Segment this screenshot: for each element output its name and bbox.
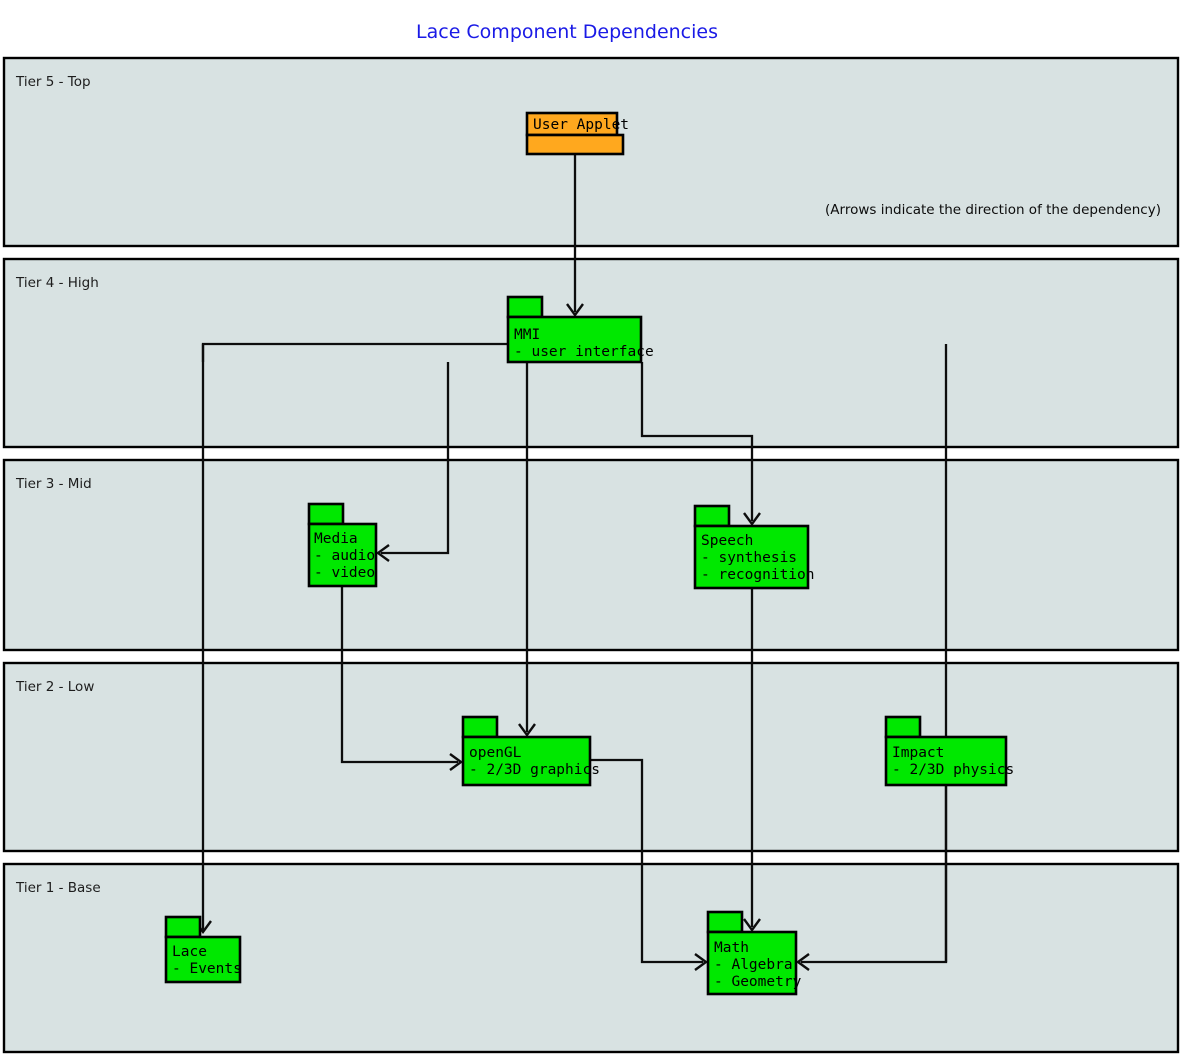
package-body (693, 524, 810, 590)
package-label-line: Math (714, 940, 749, 956)
tier-label: Tier 5 - Top (15, 74, 91, 90)
package-label-line: - 2/3D graphics (469, 762, 600, 778)
package-label-line: - audio (314, 548, 375, 564)
connector-speech-to-math (743, 588, 761, 933)
package-body (525, 133, 625, 156)
package-label: Impact- 2/3D physics (892, 745, 1014, 778)
connector-line (640, 362, 754, 521)
package-label-line: Lace (172, 944, 207, 960)
package-speech[interactable]: Speech- synthesis- recognition (693, 504, 815, 590)
package-label: User Applet (533, 117, 629, 133)
connector-opengl-to-math (590, 758, 709, 971)
arrow-head (566, 303, 584, 318)
package-label-line: Media (314, 531, 358, 547)
package-label: Speech- synthesis- recognition (701, 533, 815, 583)
package-label-line: User Applet (533, 117, 629, 133)
package-tab (506, 295, 544, 319)
connector-applet-to-mmi (566, 154, 584, 318)
tier-band-tier3: Tier 3 - Mid (2, 458, 1180, 652)
package-user-applet[interactable]: User Applet (525, 111, 629, 156)
page-title: Lace Component Dependencies (416, 21, 718, 43)
package-body (706, 930, 798, 996)
package-label-line: - Algebra (714, 957, 793, 973)
package-label-line: Impact (892, 745, 944, 761)
package-label-line: - recognition (701, 567, 815, 583)
package-opengl[interactable]: openGL- 2/3D graphics (461, 715, 600, 787)
connector-mmi-to-opengl (518, 362, 536, 738)
package-body (461, 735, 592, 787)
package-tab (693, 504, 731, 528)
arrow-head (743, 512, 761, 527)
package-label-line: MMI (514, 327, 540, 343)
package-label-line: - Events (172, 961, 242, 977)
connectors-group (194, 154, 948, 971)
package-label: Math- Algebra- Geometry (714, 940, 802, 990)
package-label: MMI- user interface (514, 327, 654, 360)
tier-label: Tier 4 - High (15, 275, 99, 291)
legend-note: (Arrows indicate the direction of the de… (825, 202, 1161, 218)
tier-rect (2, 458, 1180, 652)
connector-media-to-opengl (340, 586, 464, 771)
package-impact[interactable]: Impact- 2/3D physics (884, 715, 1014, 787)
package-body (506, 315, 643, 364)
tier-label: Tier 3 - Mid (15, 476, 92, 492)
package-label-line: openGL (469, 745, 522, 761)
package-label: Lace- Events (172, 944, 242, 977)
arrow-head (375, 544, 390, 562)
package-label-line: - video (314, 565, 375, 581)
package-label: Media- audio- video (314, 531, 375, 581)
package-label-line: - 2/3D physics (892, 762, 1014, 778)
arrow-head (694, 953, 709, 971)
package-math[interactable]: Math- Algebra- Geometry (706, 910, 802, 996)
package-label-line: - user interface (514, 344, 654, 360)
tier-label: Tier 1 - Base (15, 880, 101, 896)
package-tab (164, 915, 202, 939)
connector-line (590, 758, 703, 964)
connector-mmi-to-speech (640, 362, 761, 527)
arrow-head (518, 723, 536, 738)
package-body (164, 935, 242, 984)
package-mmi[interactable]: MMI- user interface (506, 295, 654, 364)
tier-label: Tier 2 - Low (15, 679, 94, 695)
package-tab (706, 910, 744, 934)
connector-mmi-to-media (375, 362, 450, 562)
package-label-line: Speech (701, 533, 753, 549)
package-tab (461, 715, 499, 739)
tier-rect (2, 257, 1180, 449)
package-tab (307, 502, 345, 526)
package-body (884, 735, 1008, 787)
arrow-head (795, 953, 810, 971)
arrow-head (743, 918, 761, 933)
package-label-line: - synthesis (701, 550, 797, 566)
package-label-line: - Geometry (714, 974, 802, 990)
connector-line (340, 586, 458, 764)
package-tab (884, 715, 922, 739)
arrow-head (449, 753, 464, 771)
package-body (307, 522, 378, 588)
tier-band-tier4: Tier 4 - High (2, 257, 1180, 449)
package-lace[interactable]: Lace- Events (164, 915, 242, 984)
connector-line (381, 362, 450, 555)
package-label: openGL- 2/3D graphics (469, 745, 600, 778)
package-media[interactable]: Media- audio- video (307, 502, 378, 588)
